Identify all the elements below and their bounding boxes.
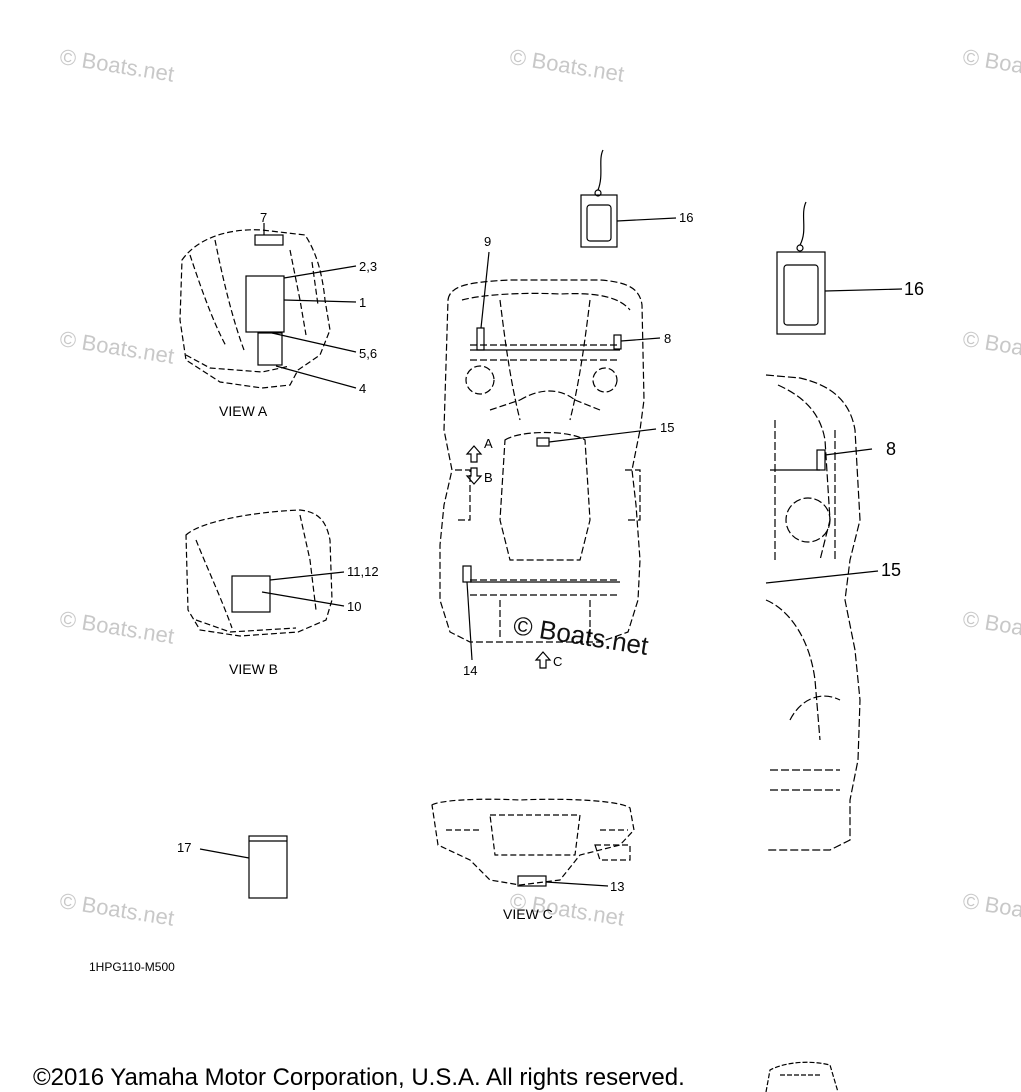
view-a-label: VIEW A [219,403,268,419]
callout-2-3: 2,3 [359,259,377,274]
callout-8: 8 [664,331,671,346]
label-8-marker [613,334,622,350]
callout-13: 13 [610,879,624,894]
callout-17: 17 [177,840,191,855]
label-13-outline [517,875,547,887]
callout-16-large: 16 [904,279,924,299]
label-9-marker [476,327,485,351]
callout-11-12: 11,12 [347,564,379,579]
callout-1: 1 [359,295,366,310]
view-c-label: VIEW C [503,906,553,922]
arrow-c-label: C [553,654,562,669]
label-2-3-outline [245,275,285,333]
view-a-fender-drawing [179,229,331,389]
atv-top-view-drawing [439,279,645,643]
diagram-code: 1HPG110-M500 [89,960,175,974]
arrow-c-icon [534,651,552,669]
label-10-outline [231,575,271,613]
view-b-label: VIEW B [229,661,278,677]
callout-9: 9 [484,234,491,249]
arrow-a-label: A [484,436,493,451]
label-14-marker [462,565,472,583]
arrow-b-icon [465,467,483,485]
callout-5-6: 5,6 [359,346,377,361]
label-5-6-outline [257,332,283,366]
arrow-b-label: B [484,470,493,485]
view-c-rear-drawing [431,798,635,886]
callout-7: 7 [260,210,267,225]
label-8-enlarged-marker [816,449,826,471]
tag-string-large [799,201,807,246]
callout-16-small: 16 [679,210,693,225]
callout-15-large: 15 [881,560,901,580]
enlarged-side-drawing [765,374,861,851]
label-7-outline [254,234,284,246]
corner-fragment-drawing [765,1061,839,1092]
callout-4: 4 [359,381,366,396]
arrow-a-icon [465,445,483,463]
callout-10: 10 [347,599,361,614]
hang-tag-large [776,251,826,335]
tag-string-small [597,149,604,191]
copyright-notice: ©2016 Yamaha Motor Corporation, U.S.A. A… [33,1064,685,1091]
label-15-marker [536,437,550,447]
view-b-fender-drawing [185,509,333,637]
part-17-booklet [248,835,288,899]
callout-15: 15 [660,420,674,435]
callout-14: 14 [463,663,477,678]
callout-8-large: 8 [886,439,896,459]
